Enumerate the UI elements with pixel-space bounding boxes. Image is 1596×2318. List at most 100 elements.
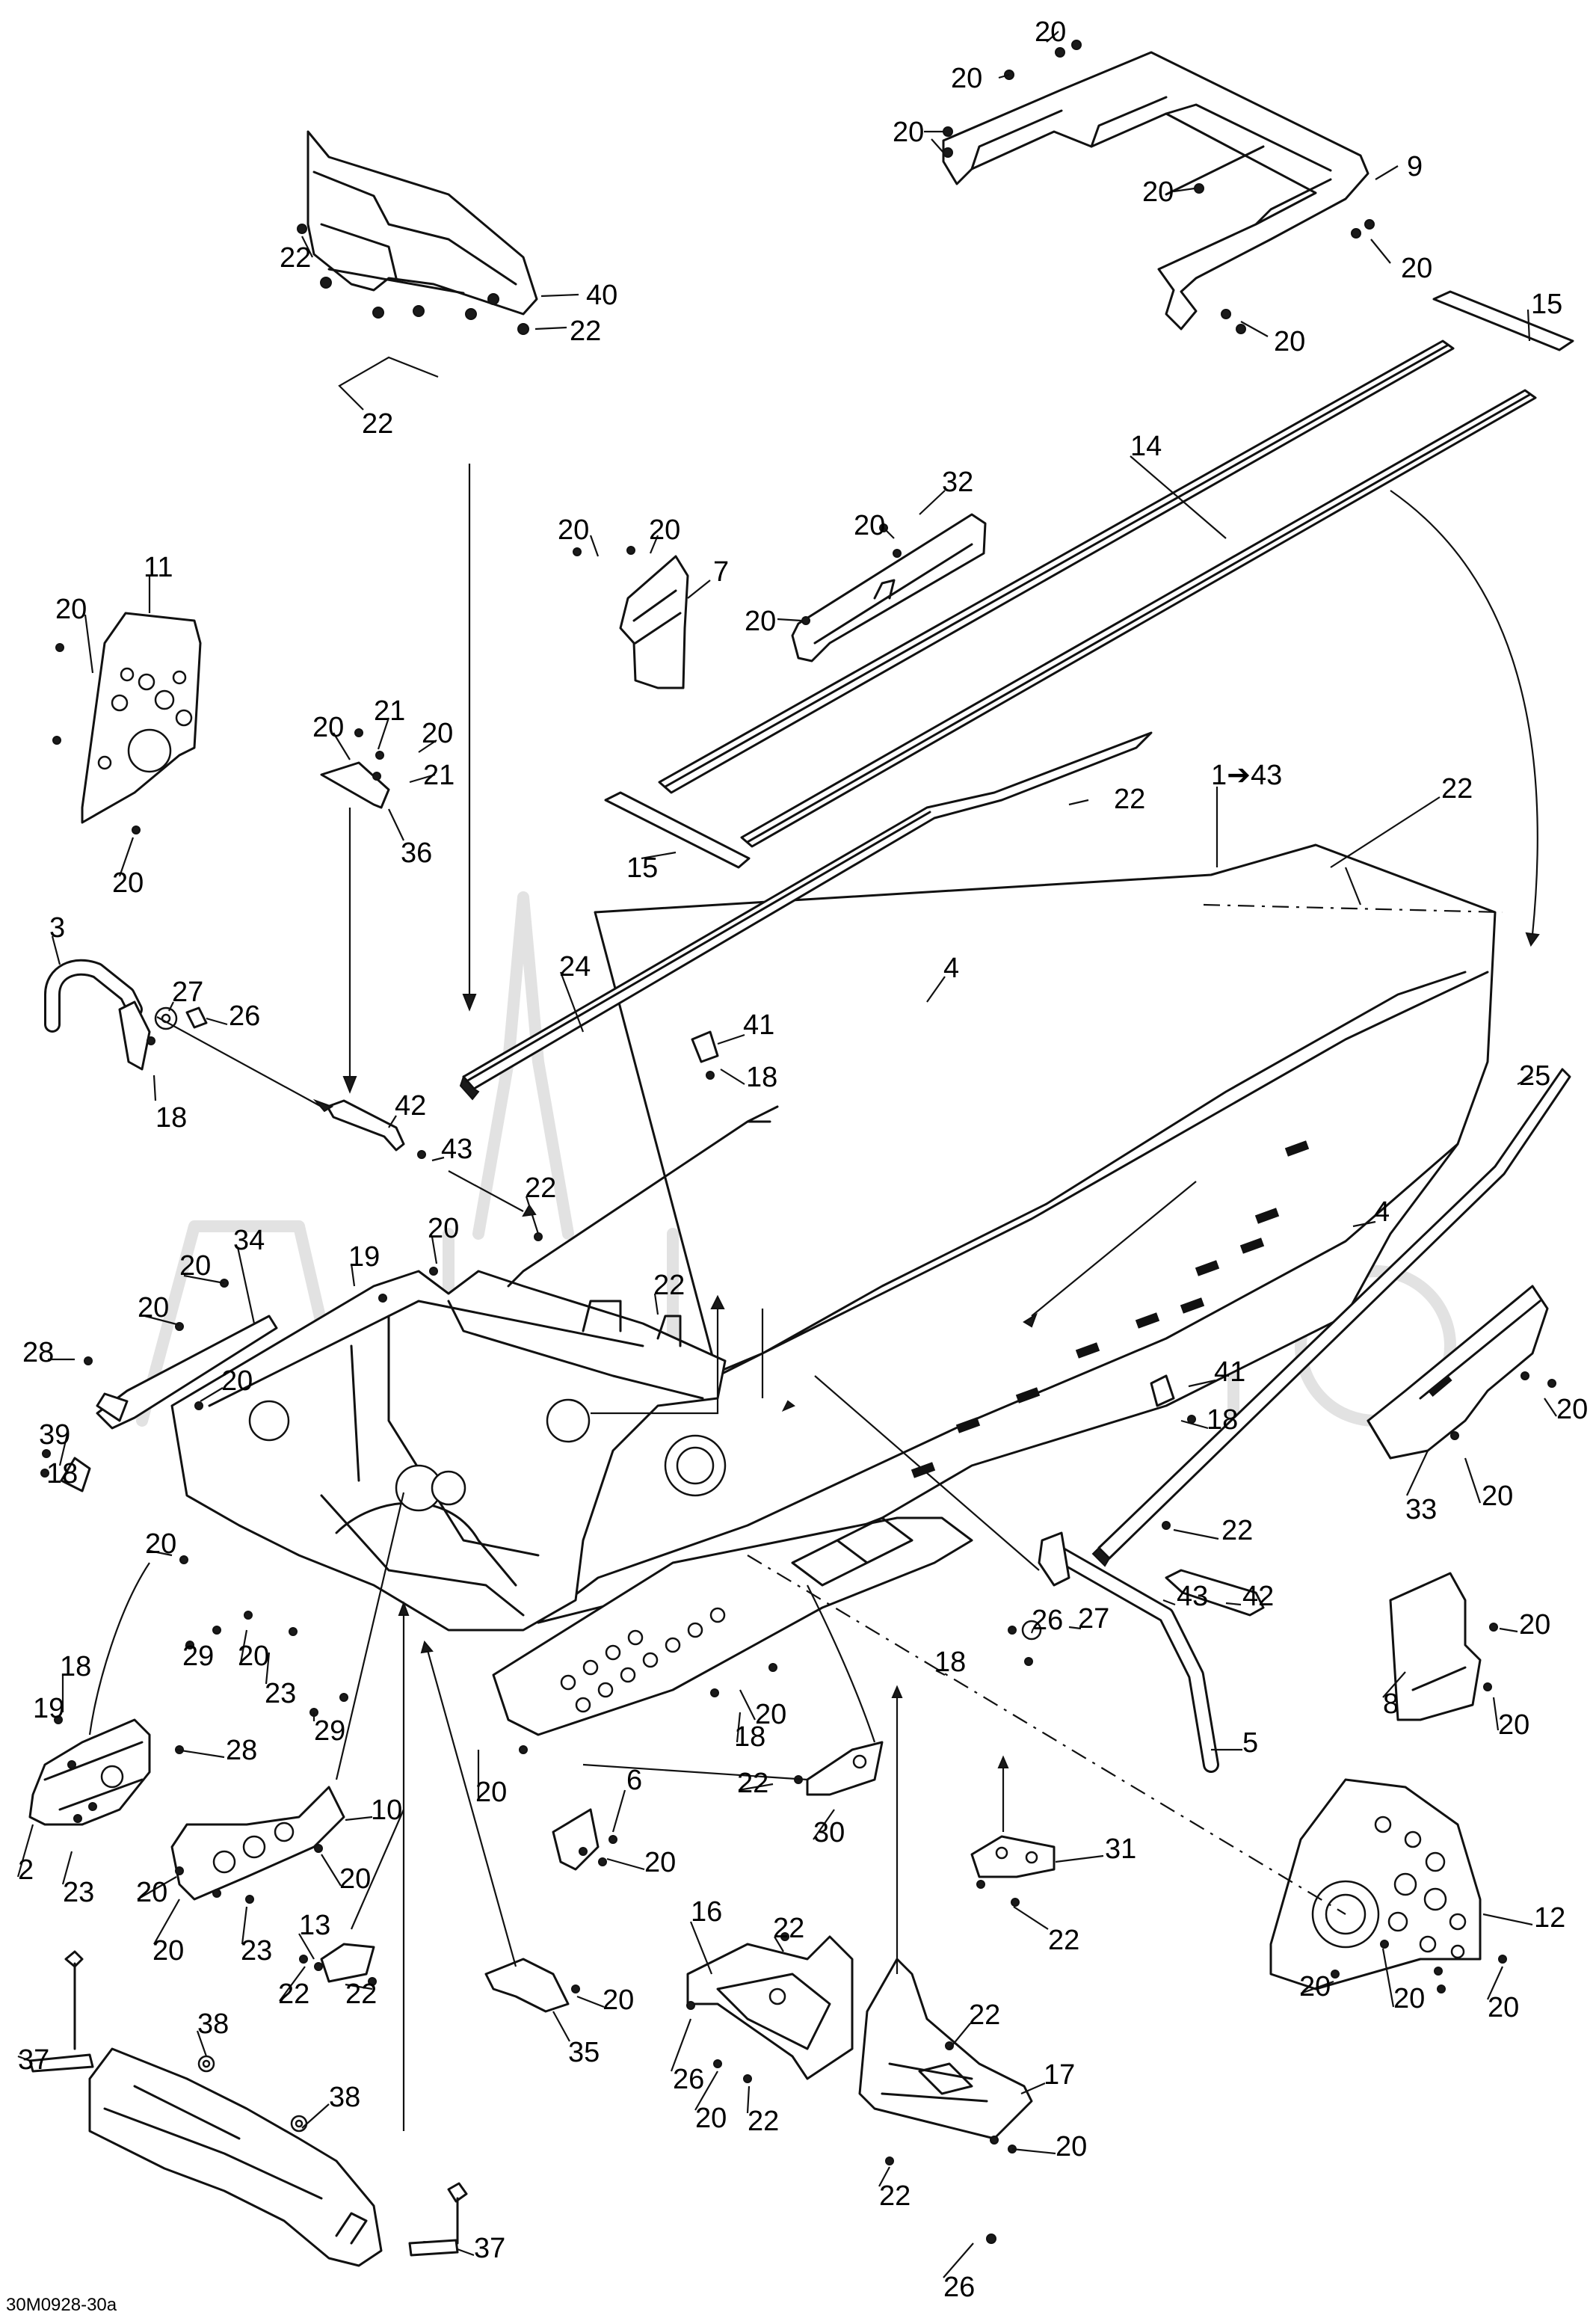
callout-label: 20 — [755, 1699, 786, 1730]
callout-label: 18 — [746, 1062, 777, 1093]
callout-label: 15 — [1531, 289, 1562, 320]
part-30 — [806, 1741, 884, 1796]
callout-label: 18 — [155, 1102, 187, 1134]
callout-label: 12 — [1534, 1902, 1565, 1934]
callout-label: 36 — [401, 837, 432, 869]
callout-label: 1➔43 — [1211, 760, 1282, 791]
callout-label: 25 — [1519, 1060, 1550, 1092]
callout-label: 20 — [152, 1935, 184, 1967]
callout-label: 22 — [278, 1979, 309, 2010]
callout-label: 20 — [238, 1641, 269, 1672]
callout-label: 22 — [570, 316, 601, 347]
callout-label: 18 — [1207, 1404, 1238, 1436]
callout-label: 28 — [22, 1337, 54, 1368]
callout-label: 9 — [1407, 151, 1423, 182]
callout-label: 11 — [144, 552, 173, 583]
callout-label: 20 — [1035, 16, 1066, 48]
bracket-36 — [320, 761, 390, 809]
callout-label: 30 — [813, 1817, 845, 1848]
callout-label: 6 — [626, 1765, 642, 1796]
callout-label: 19 — [33, 1693, 64, 1724]
callout-label: 8 — [1383, 1688, 1399, 1720]
arrowheads — [312, 932, 1540, 1768]
part-16 — [686, 1935, 854, 2080]
callout-label: 20 — [893, 117, 924, 148]
callout-label: 23 — [241, 1935, 272, 1967]
front-chassis — [170, 1270, 727, 1632]
callout-label: 20 — [951, 63, 982, 94]
callout-label: 22 — [969, 1999, 1000, 2031]
callout-label: 24 — [559, 951, 591, 983]
callout-label: 16 — [691, 1896, 722, 1928]
callout-label: 20 — [1299, 1971, 1331, 2002]
callout-label: 37 — [474, 2233, 505, 2264]
callout-label: 22 — [1221, 1515, 1253, 1546]
callout-label: 18 — [734, 1721, 765, 1753]
bracket-32 — [791, 513, 987, 662]
callout-label: 20 — [138, 1292, 169, 1324]
callout-label: 20 — [55, 594, 87, 625]
slide-15-lower — [604, 791, 751, 869]
rail-37 — [88, 2047, 383, 2267]
plate-33 — [1367, 1285, 1549, 1460]
callout-label: 20 — [1519, 1609, 1550, 1641]
callout-label: 20 — [1393, 1983, 1425, 2014]
footrest-plate — [492, 1516, 973, 1736]
spacer-26 — [185, 1006, 208, 1029]
callout-label: 26 — [673, 2064, 704, 2095]
callout-label: 22 — [1441, 773, 1473, 805]
slide-15-upper — [1432, 290, 1574, 351]
panel-34 — [96, 1315, 278, 1430]
callout-label: 20 — [422, 718, 453, 749]
rail-14 — [658, 339, 1537, 848]
running-board-24 — [459, 731, 1153, 1101]
loop-3 — [44, 959, 151, 1071]
callout-label: 29 — [314, 1715, 345, 1747]
bracket-7 — [619, 555, 689, 689]
callout-label: 20 — [1482, 1481, 1513, 1512]
panel-9 — [942, 51, 1369, 331]
leader-lines — [16, 31, 1557, 2278]
callout-label: 15 — [626, 852, 658, 884]
callout-label: 26 — [943, 2272, 975, 2303]
callout-label: 22 — [773, 1913, 804, 1944]
callout-label: 18 — [46, 1458, 78, 1490]
callout-label: 22 — [1048, 1925, 1079, 1956]
callout-label: 20 — [558, 514, 589, 546]
callout-label: 26 — [1032, 1605, 1063, 1636]
callout-label: 41 — [1214, 1356, 1245, 1388]
callout-label: 32 — [942, 467, 973, 498]
callout-label: 43 — [441, 1134, 472, 1165]
callout-label: 22 — [362, 408, 393, 440]
plate-10 — [170, 1786, 345, 1901]
callout-label: 22 — [748, 2106, 779, 2137]
callout-label: 27 — [1078, 1603, 1109, 1635]
rear-tunnel — [507, 1105, 779, 1288]
callout-label: 7 — [713, 556, 729, 588]
drawing-code: 30M0928-30a — [6, 2295, 117, 2315]
callout-labels: 20 20 20 9 20 20 20 15 14 22 40 22 22 20 20 7 32 20 20 11 20… — [18, 16, 1588, 2303]
part-6 — [552, 1808, 600, 1871]
callout-label: 20 — [1556, 1394, 1588, 1425]
callout-label: 20 — [221, 1365, 253, 1397]
callout-label: 23 — [265, 1678, 296, 1709]
callout-label: 20 — [1274, 326, 1305, 357]
callout-label: 22 — [653, 1270, 685, 1301]
handle-42-left — [326, 1099, 405, 1152]
callout-label: 20 — [1488, 1992, 1519, 2023]
callout-label: 10 — [371, 1795, 402, 1826]
callout-label: 40 — [586, 280, 617, 311]
callout-label: 20 — [1056, 2131, 1087, 2162]
callout-label: 22 — [345, 1979, 377, 2010]
callout-label: 22 — [879, 2180, 911, 2212]
callout-label: 14 — [1130, 431, 1162, 462]
callout-label: 20 — [475, 1777, 507, 1808]
callout-label: 42 — [1242, 1581, 1274, 1612]
callout-label: 2 — [18, 1854, 34, 1886]
tunnel-1 — [447, 843, 1497, 1624]
callout-label: 28 — [226, 1735, 257, 1766]
callout-label: 22 — [1114, 784, 1145, 815]
callout-label: 20 — [854, 510, 885, 541]
part-31 — [970, 1835, 1056, 1878]
